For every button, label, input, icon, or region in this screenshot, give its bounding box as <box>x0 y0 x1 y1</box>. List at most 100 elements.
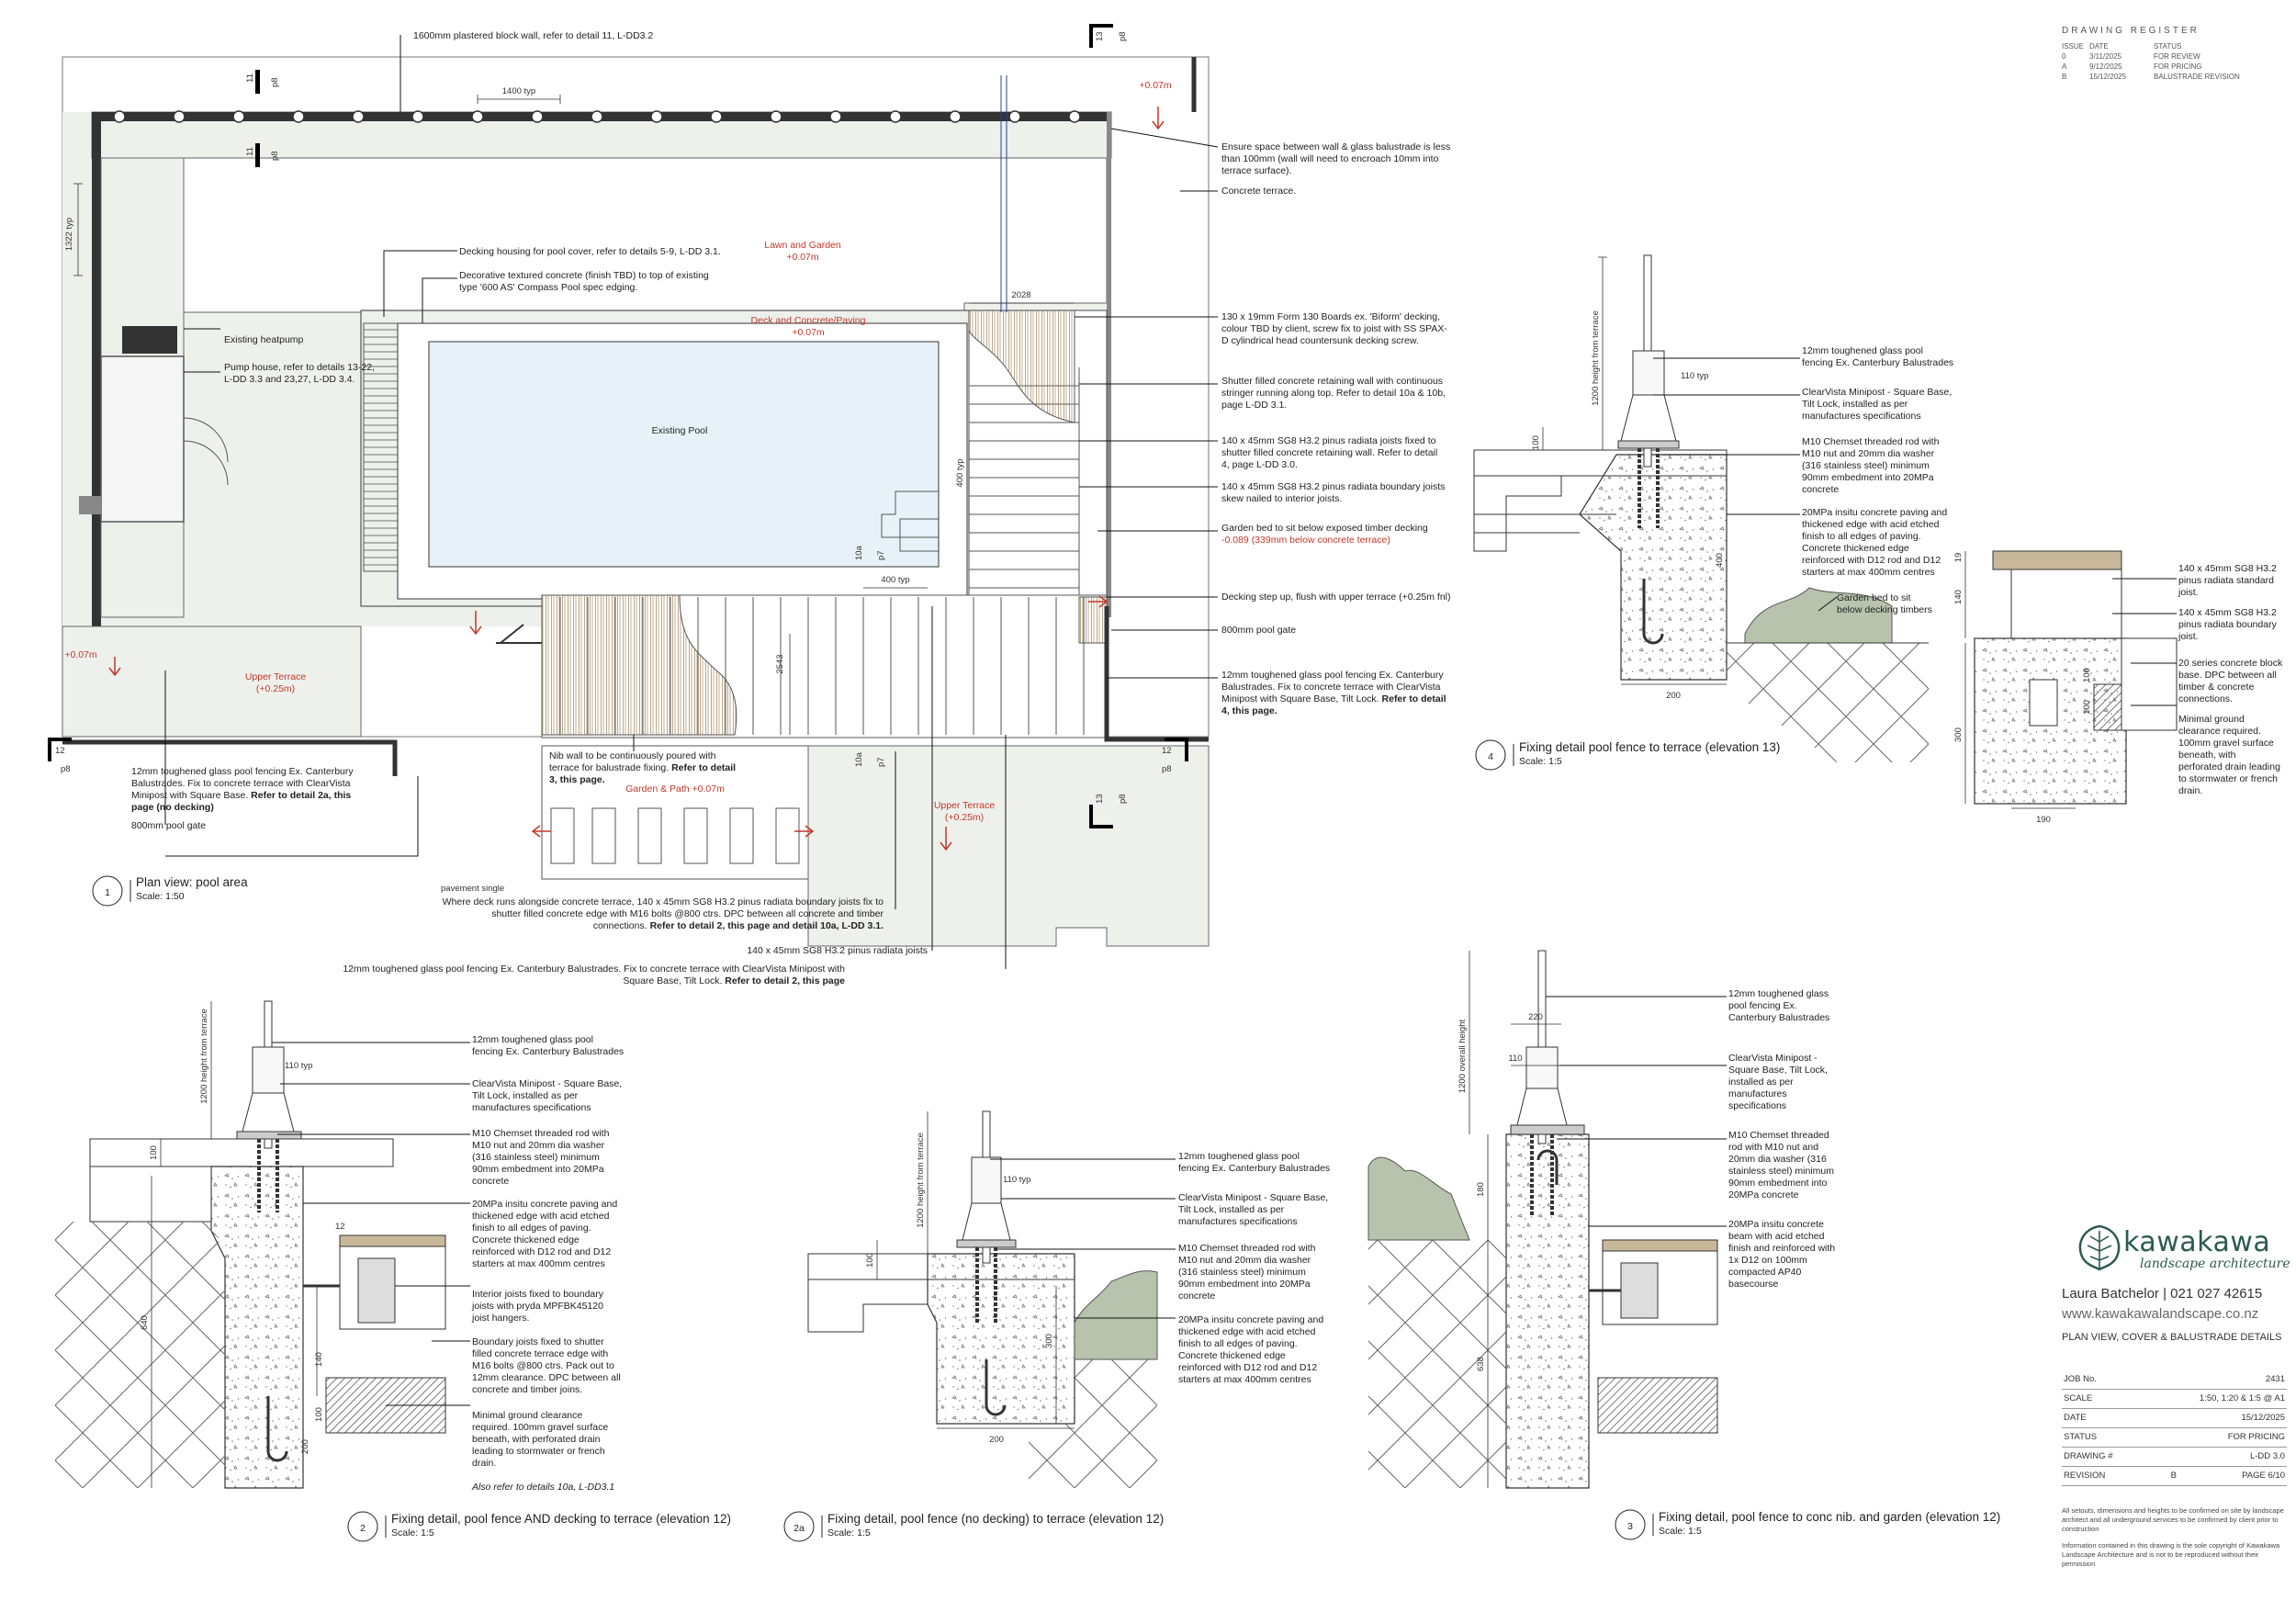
svg-text:140 x 45mm SG8 H3.2 pinus radi: 140 x 45mm SG8 H3.2 pinus radiata joists… <box>1221 435 1436 446</box>
svg-text:Nib wall to be continuously po: Nib wall to be continuously poured with <box>549 750 716 761</box>
svg-text:Where deck runs alongside conc: Where deck runs alongside concrete terra… <box>443 896 884 907</box>
register-row: A 9/12/2025 FOR PRICING <box>2062 62 2202 71</box>
svg-text:140 x 45mm SG8 H3.2: 140 x 45mm SG8 H3.2 <box>2178 563 2277 574</box>
svg-text:clearance required.: clearance required. <box>2178 726 2261 737</box>
register-row: 0 3/11/2025 FOR REVIEW <box>2062 52 2200 61</box>
svg-text:colour TBD by client, screw fi: colour TBD by client, screw fix to joist… <box>1221 323 1447 334</box>
svg-text:Shutter filled concrete retain: Shutter filled concrete retaining wall w… <box>1221 376 1443 387</box>
svg-text:M10 Chemset threaded rod with: M10 Chemset threaded rod with <box>472 1128 610 1139</box>
svg-text:12mm toughened glass pool: 12mm toughened glass pool <box>1802 345 1923 356</box>
register-title: DRAWING REGISTER <box>2062 26 2200 36</box>
label-upper-terrace-1-level: (+0.25m) <box>256 683 295 694</box>
pool <box>428 341 940 568</box>
svg-text:Scale: 1:5: Scale: 1:5 <box>391 1527 434 1538</box>
svg-text:Square Base, Tilt Lock. Refer: Square Base, Tilt Lock. Refer to detail … <box>623 975 845 986</box>
detail-3-title: Fixing detail, pool fence to conc nib. a… <box>1659 1510 2000 1524</box>
marker-10a: 10a <box>854 545 864 560</box>
label-upper-terrace-2: Upper Terrace <box>934 800 995 811</box>
marker-10b: 10a <box>854 751 864 767</box>
svg-text:12mm toughened glass pool fenc: 12mm toughened glass pool fencing Ex. Ca… <box>131 766 354 777</box>
svg-text:Minipost with Square Base, Til: Minipost with Square Base, Tilt Lock. Re… <box>1221 693 1446 704</box>
svg-text:12mm toughened glass pool fenc: 12mm toughened glass pool fencing Ex. Ca… <box>1221 670 1444 681</box>
svg-text:12mm toughened glass pool: 12mm toughened glass pool <box>472 1034 593 1045</box>
svg-text:1200 overall height: 1200 overall height <box>1458 1020 1468 1094</box>
svg-text:2a: 2a <box>793 1523 805 1534</box>
svg-text:concrete: concrete <box>1802 484 1839 495</box>
svg-text:M10 Chemset threaded rod with: M10 Chemset threaded rod with <box>1178 1243 1316 1254</box>
label-level-top-right: +0.07m <box>1139 80 1172 91</box>
svg-text:shutter filled concrete edge w: shutter filled concrete edge with M16 bo… <box>491 908 884 919</box>
svg-text:joist hangers.: joist hangers. <box>471 1313 529 1324</box>
svg-text:800mm pool gate: 800mm pool gate <box>1221 625 1296 636</box>
svg-text:Scale: 1:5: Scale: 1:5 <box>1519 756 1562 767</box>
svg-text:1200 height from terrace: 1200 height from terrace <box>199 1009 209 1104</box>
svg-text:12mm toughened glass pool: 12mm toughened glass pool <box>1178 1151 1300 1162</box>
svg-text:starters at max 400mm centres: starters at max 400mm centres <box>1802 567 1935 578</box>
svg-text:(316 stainless steel) minimum: (316 stainless steel) minimum <box>1802 460 1930 471</box>
svg-text:100: 100 <box>1531 435 1541 450</box>
svg-text:180: 180 <box>1476 1182 1486 1197</box>
detail-2-title: Fixing detail, pool fence AND decking to… <box>391 1512 731 1526</box>
svg-text:Scale: 1:5: Scale: 1:5 <box>827 1527 871 1538</box>
svg-text:ClearVista Minipost - Square B: ClearVista Minipost - Square Base, <box>472 1078 622 1089</box>
svg-text:200: 200 <box>989 1435 1004 1445</box>
svg-text:1: 1 <box>105 887 110 898</box>
svg-text:fencing Ex. Canterbury Balustr: fencing Ex. Canterbury Balustrades <box>1178 1163 1330 1174</box>
svg-text:Concrete terrace.: Concrete terrace. <box>1221 186 1296 197</box>
svg-text:rod with M10 nut and: rod with M10 nut and <box>1728 1142 1818 1153</box>
label-lawn: Lawn and Garden <box>764 240 841 251</box>
svg-text:page (no decking): page (no decking) <box>131 802 214 813</box>
svg-text:-0.089 (339mm below concrete t: -0.089 (339mm below concrete terrace) <box>1221 535 1390 546</box>
svg-text:than 100mm (wall will need to: than 100mm (wall will need to encroach 1… <box>1221 153 1439 164</box>
svg-text:140 x 45mm SG8 H3.2 pinus radi: 140 x 45mm SG8 H3.2 pinus radiata bounda… <box>1221 481 1445 492</box>
marker-p8a: p8 <box>270 77 280 87</box>
svg-text:110: 110 <box>1508 1054 1522 1064</box>
svg-text:reinforced with D12 rod and D1: reinforced with D12 rod and D12 <box>1178 1362 1317 1373</box>
svg-text:1200 height from terrace: 1200 height from terrace <box>1591 310 1601 406</box>
svg-text:D cylindrical head countersunk: D cylindrical head countersunk decking s… <box>1221 335 1419 346</box>
svg-text:required. 100mm gravel surface: required. 100mm gravel surface <box>472 1422 608 1433</box>
svg-text:ClearVista Minipost -: ClearVista Minipost - <box>1728 1053 1818 1064</box>
label-lawn-level: +0.07m <box>786 252 819 263</box>
svg-text:640: 640 <box>140 1315 150 1330</box>
svg-text:4: 4 <box>1488 751 1493 762</box>
svg-text:100mm gravel surface: 100mm gravel surface <box>2178 738 2274 749</box>
svg-text:timber & concrete: timber & concrete <box>2178 682 2254 693</box>
svg-text:Minimal ground clearance: Minimal ground clearance <box>472 1410 582 1421</box>
svg-text:800mm pool gate: 800mm pool gate <box>131 820 206 831</box>
svg-text:M10 nut and 20mm dia washer: M10 nut and 20mm dia washer <box>472 1140 605 1151</box>
svg-text:1x D12 on 100mm: 1x D12 on 100mm <box>1728 1255 1807 1266</box>
svg-text:stainless steel) minimum: stainless steel) minimum <box>1728 1166 1834 1177</box>
svg-text:thickened edge with acid etche: thickened edge with acid etched <box>1802 519 1940 530</box>
svg-text:100: 100 <box>2082 700 2092 715</box>
svg-text:compacted AP40: compacted AP40 <box>1728 1267 1802 1278</box>
svg-text:Concrete thickened edge: Concrete thickened edge <box>1178 1350 1286 1361</box>
svg-text:L-DD 3.3 and 23,27, L-DD 3.4.: L-DD 3.3 and 23,27, L-DD 3.4. <box>224 374 355 385</box>
svg-text:finish to all edges of paving.: finish to all edges of paving. <box>472 1223 591 1234</box>
svg-text:manufactures: manufactures <box>1728 1088 1787 1099</box>
pump-house <box>100 355 185 523</box>
svg-text:connections.: connections. <box>2178 693 2233 704</box>
svg-text:Concrete thickened edge: Concrete thickened edge <box>1802 543 1909 554</box>
svg-text:1200 height from terrace: 1200 height from terrace <box>916 1133 926 1228</box>
svg-text:140 x 45mm SG8 H3.2: 140 x 45mm SG8 H3.2 <box>2178 607 2277 618</box>
drawing-register: DRAWING REGISTER ISSUE DATE STATUS 0 3/1… <box>2062 26 2287 82</box>
svg-text:20MPa insitu concrete paving a: 20MPa insitu concrete paving and <box>472 1199 617 1210</box>
svg-text:100: 100 <box>149 1145 159 1160</box>
svg-text:Scale: 1:5: Scale: 1:5 <box>1659 1526 1702 1537</box>
svg-text:4, this page.: 4, this page. <box>1221 705 1277 716</box>
svg-text:140: 140 <box>1953 590 1964 604</box>
svg-text:638: 638 <box>1476 1357 1486 1371</box>
svg-text:manufactures specifications: manufactures specifications <box>1802 411 1921 422</box>
svg-text:200: 200 <box>300 1439 310 1454</box>
detail-4: 1200 height from terrace 110 typ 100 400… <box>1473 254 2283 825</box>
register-header: ISSUE DATE STATUS <box>2062 42 2182 51</box>
label-pavement: pavement single <box>441 884 504 894</box>
dim-2028: 2028 <box>1011 290 1030 300</box>
svg-text:100: 100 <box>865 1253 875 1268</box>
website-link[interactable]: www.kawakawalandscape.co.nz <box>2062 1306 2259 1322</box>
marker-p8d: p8 <box>1162 764 1172 774</box>
svg-text:90mm embedment into 20MPa: 90mm embedment into 20MPa <box>1802 472 1934 483</box>
